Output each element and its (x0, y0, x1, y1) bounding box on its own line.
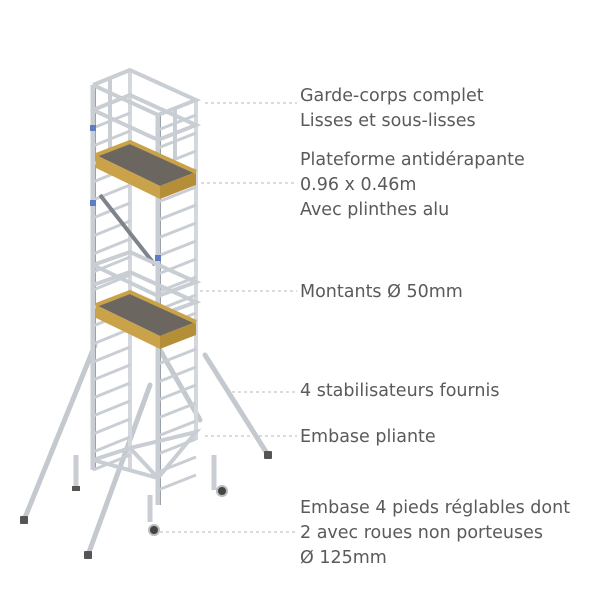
callout-uprights-line-1: Montants Ø 50mm (300, 282, 463, 302)
folding-base (92, 428, 202, 481)
stabilizers (21, 342, 271, 558)
ladder-rung (157, 473, 197, 492)
ladder-rung (92, 399, 131, 418)
lower-platform (95, 289, 197, 349)
callout-guardrail-line-1: Garde-corps complet (300, 86, 484, 106)
callout-platform-line-1: Plateforme antidérapante (300, 150, 525, 170)
ladder-rung (157, 401, 197, 420)
callout-uprights: Montants Ø 50mm (300, 280, 463, 305)
ladder-rung (157, 347, 197, 366)
ladder-rung (92, 417, 131, 436)
callout-folding-base: Embase pliante (300, 425, 436, 450)
leader-lines (160, 102, 297, 533)
callout-feet-line-1: Embase 4 pieds réglables dont (300, 498, 571, 518)
stabilizer-feet (20, 451, 272, 559)
callout-guardrail-line-2: Lisses et sous-lisses (300, 111, 476, 131)
callout-stabilizers: 4 stabilisateurs fournis (300, 379, 499, 404)
wheel-front (148, 524, 160, 536)
ladder-rung (92, 435, 131, 454)
callout-feet: Embase 4 pieds réglables dont 2 avec rou… (300, 496, 570, 571)
ladder-rung (157, 383, 197, 402)
ladder-rung (157, 419, 197, 438)
wheel-rear (216, 485, 228, 497)
ladder-rung (157, 221, 197, 240)
diagonal-brace (98, 193, 157, 267)
adjustable-feet (73, 455, 217, 522)
ladder-rung (157, 185, 197, 204)
ladder-rung (92, 327, 131, 346)
ladder-rung (92, 453, 131, 472)
wheels (148, 485, 228, 536)
mid-guardrail (92, 249, 202, 318)
ladder-rung (92, 345, 131, 364)
callout-guardrail: Garde-corps complet Lisses et sous-lisse… (300, 84, 484, 134)
foot-pads (72, 486, 80, 491)
guardrail-clamps (90, 125, 161, 261)
ladder-rung (157, 203, 197, 222)
ladder-rung (92, 237, 131, 256)
callout-platform-line-3: Avec plinthes alu (300, 200, 450, 220)
ladder-rung (92, 183, 131, 202)
ladder-rung (157, 239, 197, 258)
callout-feet-line-3: Ø 125mm (300, 548, 387, 568)
callout-folding-base-line-1: Embase pliante (300, 427, 436, 447)
ladder-rung (157, 365, 197, 384)
ladder-rung (92, 381, 131, 400)
ladder-rung (92, 363, 131, 382)
ladder-rung (157, 257, 197, 276)
top-guardrail (92, 67, 202, 160)
callout-platform-line-2: 0.96 x 0.46m (300, 175, 417, 195)
callout-feet-line-2: 2 avec roues non porteuses (300, 523, 543, 543)
callout-platform: Plateforme antidérapante 0.96 x 0.46m Av… (300, 148, 525, 223)
upper-platform (95, 139, 197, 199)
callout-stabilizers-line-1: 4 stabilisateurs fournis (300, 381, 500, 401)
